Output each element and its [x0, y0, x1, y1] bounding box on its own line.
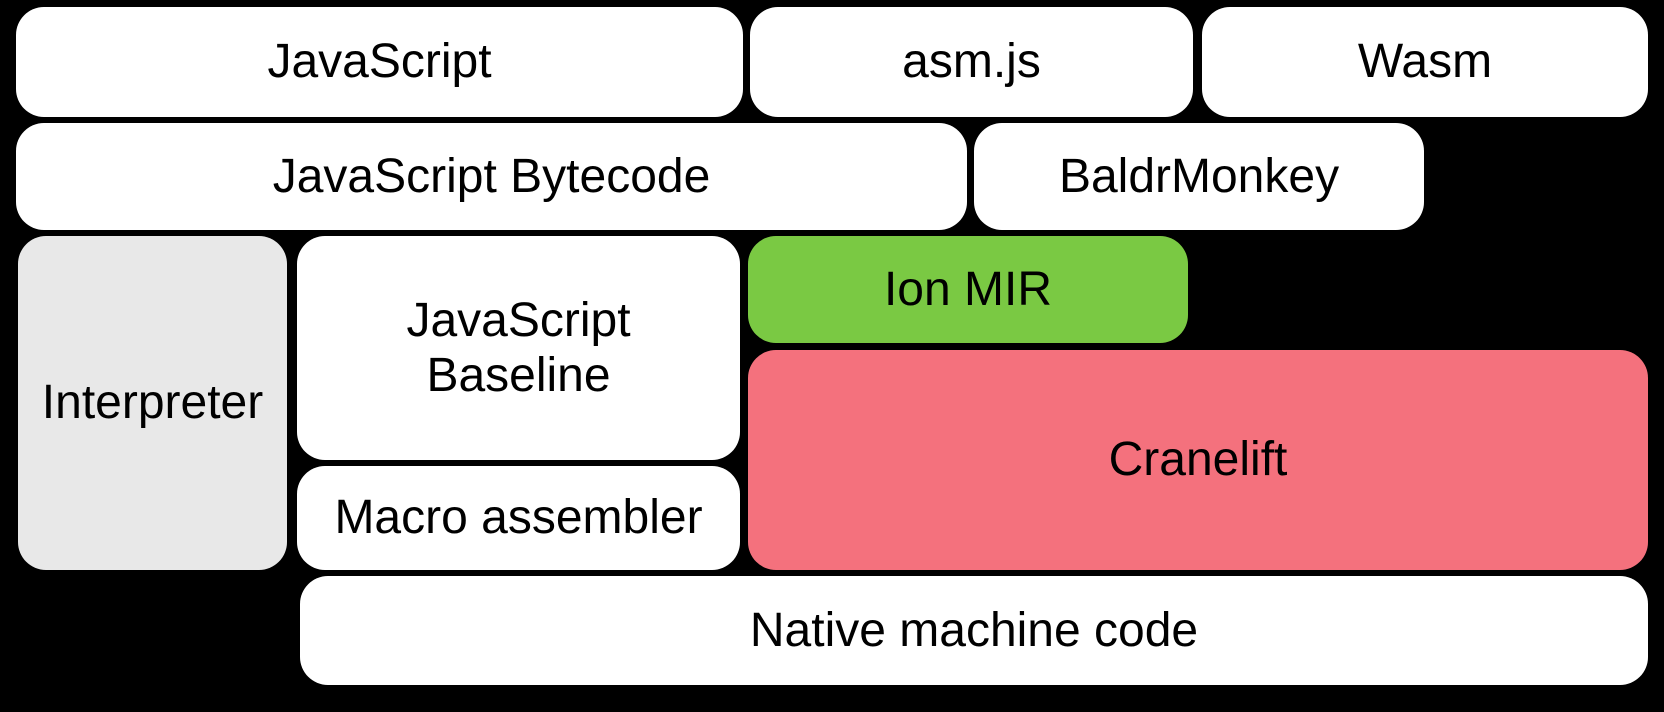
box-asm-js: asm.js [750, 7, 1193, 117]
box-javascript-baseline: JavaScript Baseline [297, 236, 740, 460]
box-ion-mir: Ion MIR [748, 236, 1188, 343]
box-interpreter: Interpreter [18, 236, 287, 570]
box-macro-assembler: Macro assembler [297, 466, 740, 570]
box-javascript-bytecode: JavaScript Bytecode [16, 123, 967, 230]
box-cranelift: Cranelift [748, 350, 1648, 570]
box-native-machine-code: Native machine code [300, 576, 1648, 685]
box-baldrmonkey: BaldrMonkey [974, 123, 1424, 230]
box-javascript: JavaScript [16, 7, 743, 117]
box-wasm: Wasm [1202, 7, 1648, 117]
